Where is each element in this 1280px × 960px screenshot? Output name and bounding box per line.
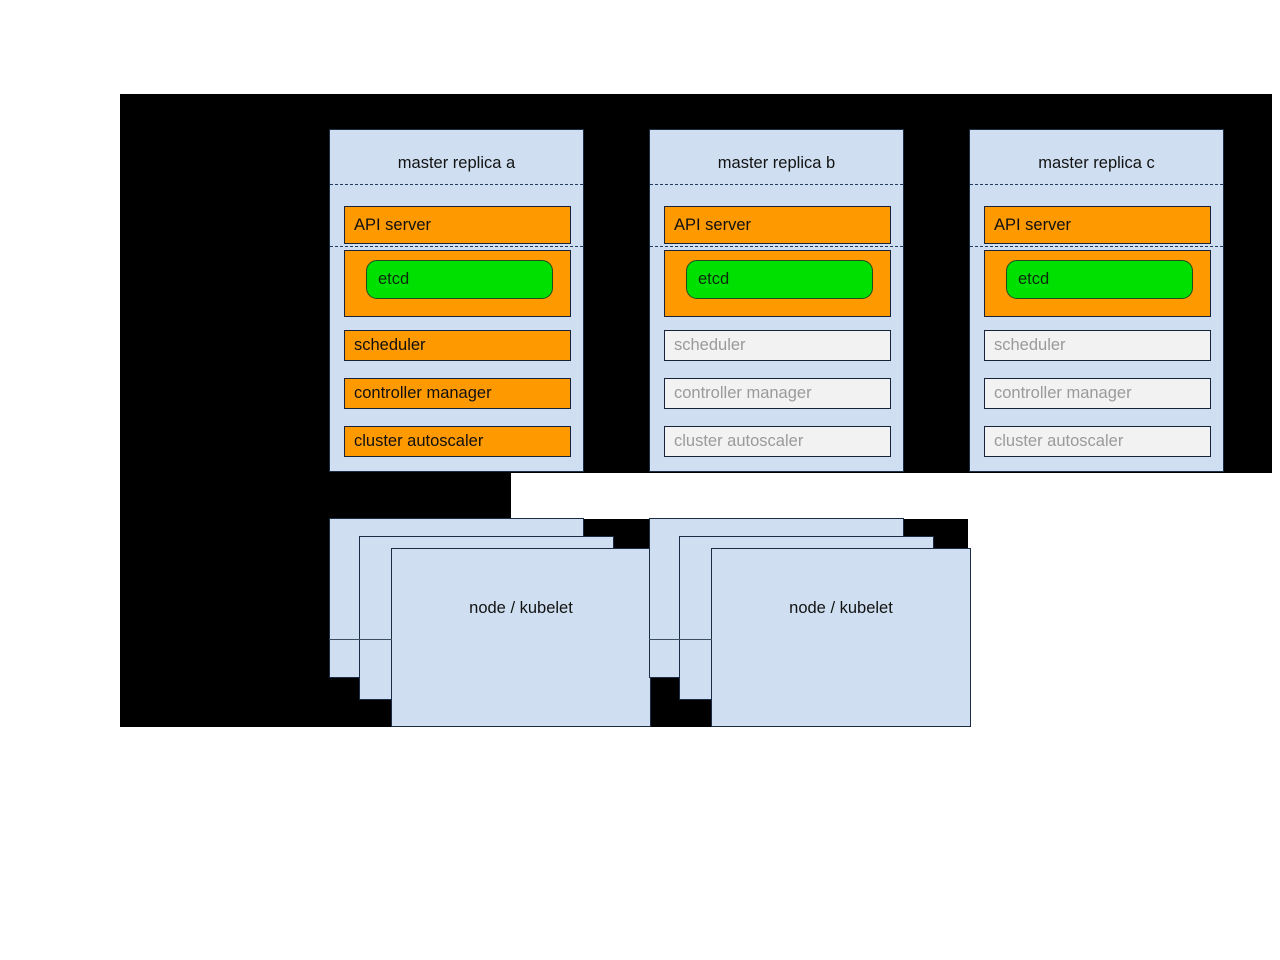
replica-c-etcd-label: etcd xyxy=(1018,270,1050,289)
replica-a-cluster-autoscaler-label: cluster autoscaler xyxy=(354,432,484,451)
replica-a-etcd-label: etcd xyxy=(378,270,410,289)
replica-b-cluster-autoscaler-label: cluster autoscaler xyxy=(674,432,804,451)
master-replica-b-title: master replica b xyxy=(717,154,836,172)
replica-b-cluster-autoscaler[interactable]: cluster autoscaler xyxy=(664,426,891,457)
replica-c-scheduler-label: scheduler xyxy=(994,336,1066,355)
replica-b-scheduler[interactable]: scheduler xyxy=(664,330,891,361)
master-replica-a[interactable]: master replica a API server etcd schedul… xyxy=(329,129,584,472)
replica-a-etcd-container[interactable]: etcd xyxy=(344,250,571,317)
replica-a-separator-mid xyxy=(330,246,583,247)
replica-c-api-server[interactable]: API server xyxy=(984,206,1211,244)
replica-c-controller-manager[interactable]: controller manager xyxy=(984,378,1211,409)
replica-a-scheduler[interactable]: scheduler xyxy=(344,330,571,361)
replica-c-etcd-container[interactable]: etcd xyxy=(984,250,1211,317)
replica-c-scheduler[interactable]: scheduler xyxy=(984,330,1211,361)
replica-a-etcd[interactable]: etcd xyxy=(366,260,553,299)
replica-a-api-server-label: API server xyxy=(354,215,432,234)
replica-a-controller-manager[interactable]: controller manager xyxy=(344,378,571,409)
replica-c-controller-manager-label: controller manager xyxy=(994,384,1132,403)
node-group-left-label: node / kubelet xyxy=(469,599,573,617)
replica-a-api-server[interactable]: API server xyxy=(344,206,571,244)
master-replica-c-title: master replica c xyxy=(1038,154,1155,172)
replica-b-etcd-container[interactable]: etcd xyxy=(664,250,891,317)
node-group-left-card-front[interactable]: node / kubelet xyxy=(391,548,651,727)
replica-c-cluster-autoscaler-label: cluster autoscaler xyxy=(994,432,1124,451)
node-band-rule-right xyxy=(649,639,712,640)
node-group-right-label: node / kubelet xyxy=(789,599,893,617)
replica-b-api-server-label: API server xyxy=(674,215,752,234)
replica-b-controller-manager[interactable]: controller manager xyxy=(664,378,891,409)
master-replica-a-title: master replica a xyxy=(397,154,516,172)
replica-c-etcd[interactable]: etcd xyxy=(1006,260,1193,299)
replica-b-separator-mid xyxy=(650,246,903,247)
replica-a-separator-top xyxy=(330,184,583,185)
replica-a-controller-manager-label: controller manager xyxy=(354,384,492,403)
replica-b-controller-manager-label: controller manager xyxy=(674,384,812,403)
replica-b-api-server[interactable]: API server xyxy=(664,206,891,244)
replica-b-separator-top xyxy=(650,184,903,185)
node-band-rule-left xyxy=(329,639,392,640)
replica-b-etcd-label: etcd xyxy=(698,270,730,289)
replica-a-scheduler-label: scheduler xyxy=(354,336,426,355)
replica-c-cluster-autoscaler[interactable]: cluster autoscaler xyxy=(984,426,1211,457)
master-replica-b[interactable]: master replica b API server etcd schedul… xyxy=(649,129,904,472)
replica-c-api-server-label: API server xyxy=(994,215,1072,234)
node-group-right-card-front[interactable]: node / kubelet xyxy=(711,548,971,727)
replica-c-separator-mid xyxy=(970,246,1223,247)
replica-a-cluster-autoscaler[interactable]: cluster autoscaler xyxy=(344,426,571,457)
replica-c-separator-top xyxy=(970,184,1223,185)
replica-b-etcd[interactable]: etcd xyxy=(686,260,873,299)
replica-b-scheduler-label: scheduler xyxy=(674,336,746,355)
master-replica-c[interactable]: master replica c API server etcd schedul… xyxy=(969,129,1224,472)
